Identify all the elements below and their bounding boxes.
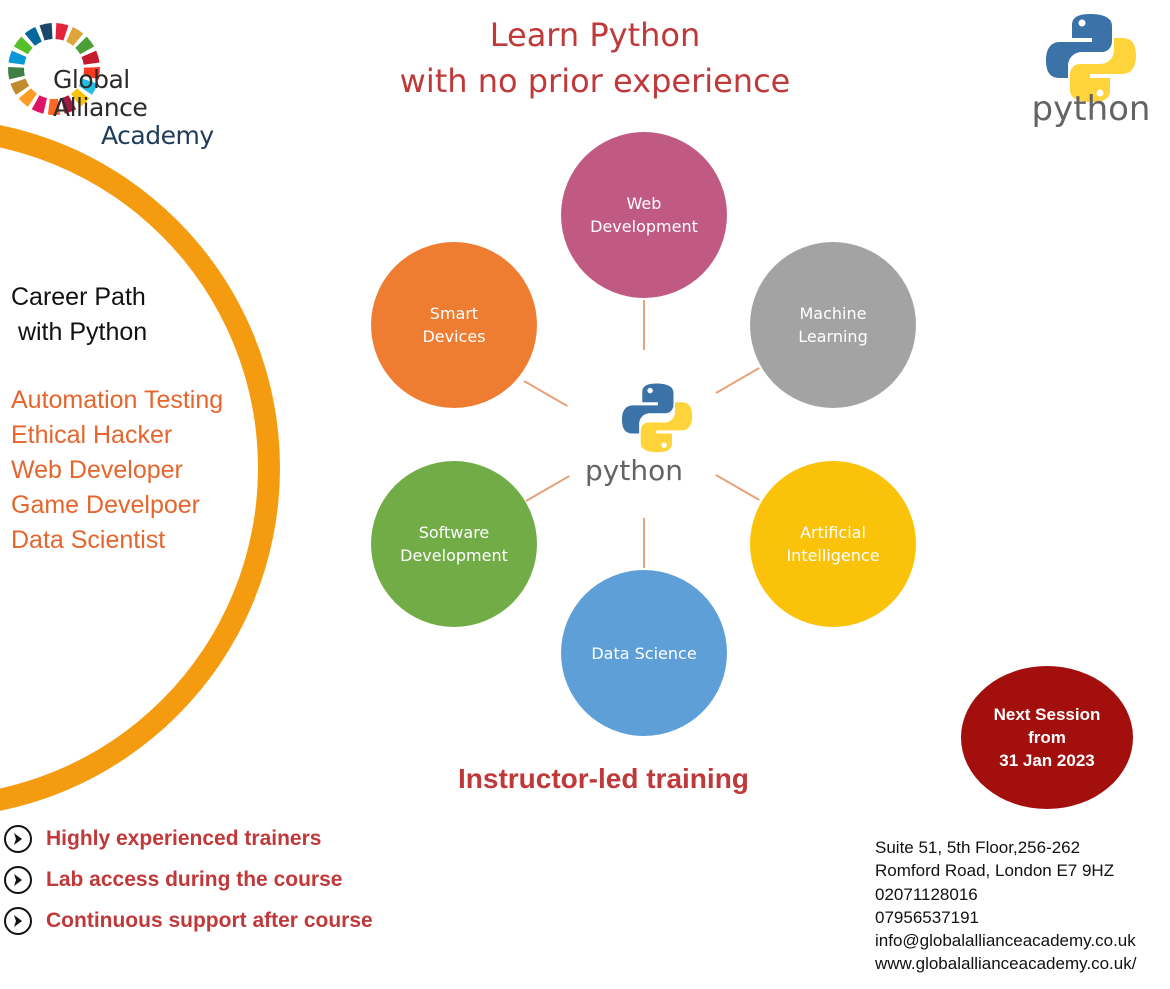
ring-segment [81, 50, 100, 65]
ring-segment [18, 88, 37, 107]
arrow-right-circle-icon [4, 906, 32, 935]
ring-segment [60, 95, 77, 114]
ring-segment [75, 36, 95, 55]
topic-label: Web [626, 194, 662, 213]
feature-item: Lab access during the course [4, 859, 373, 900]
next-session-line3: 31 Jan 2023 [999, 751, 1095, 770]
topic-label: Smart [429, 304, 479, 323]
connector-line [643, 300, 645, 350]
academy-logo: Global Alliance Academy [6, 16, 226, 150]
ring-segment [10, 78, 30, 95]
ring-segment [55, 23, 69, 41]
sdg-ring-icon [7, 23, 100, 115]
logo-wordmark: Global Alliance Academy [53, 66, 226, 150]
career-path-item: Game Develpoer [11, 491, 200, 519]
feature-text: Highly experienced trainers [46, 826, 322, 850]
phone-1: 02071128016 [875, 884, 978, 904]
feature-list: Highly experienced trainers Lab access d… [4, 818, 373, 941]
ring-segment [78, 78, 98, 95]
arrow-right-circle-icon [4, 824, 32, 853]
topic-label: Development [400, 546, 508, 565]
topic-label: Artificial [800, 523, 866, 542]
topic-label: Development [590, 217, 698, 236]
ring-segment [24, 26, 42, 46]
feature-item: Highly experienced trainers [4, 818, 373, 859]
feature-text: Lab access during the course [46, 867, 343, 891]
python-word-top: python [1032, 89, 1151, 129]
logo-line2: Academy [101, 121, 214, 150]
phone-2: 07956537191 [875, 907, 980, 927]
topic-label: Learning [798, 327, 868, 346]
page-title: Learn Python with no prior experience [370, 12, 820, 104]
python-snakes-icon: python [1032, 14, 1151, 129]
ring-segment [83, 67, 100, 80]
address-line1: Suite 51, 5th Floor,256-262 [875, 838, 1081, 857]
topic-label: Intelligence [786, 546, 880, 565]
website-link[interactable]: www.globalallianceacademy.co.uk/ [875, 954, 1137, 974]
python-logo-top: python [1026, 12, 1156, 130]
career-heading-line2: with Python [11, 318, 148, 346]
contact-details: Suite 51, 5th Floor,256-262 Romford Road… [875, 836, 1136, 976]
connector-line [525, 475, 570, 502]
career-path-list: Automation Testing Ethical Hacker Web De… [11, 383, 223, 558]
connector-line [643, 518, 645, 568]
address-line2: Romford Road, London E7 9HZ [875, 861, 1115, 881]
ring-segment [7, 67, 25, 80]
feature-item: Continuous support after course [4, 900, 373, 941]
career-path-item: Data Scientist [11, 526, 166, 554]
career-path-item: Web Developer [11, 456, 183, 484]
connector-line [523, 380, 568, 407]
instructor-led-heading: Instructor-led training [458, 763, 749, 794]
career-path-item: Ethical Hacker [11, 421, 173, 449]
ring-segment [71, 88, 90, 107]
feature-text: Continuous support after course [46, 908, 373, 932]
career-heading-line1: Career Path [11, 283, 146, 311]
topic-label: Devices [422, 327, 486, 346]
next-session-line2: from [1028, 728, 1066, 747]
career-path-item: Automation Testing [11, 386, 224, 414]
ring-segment [13, 36, 33, 55]
python-word-center: python [585, 454, 683, 487]
arrow-right-circle-icon [4, 865, 32, 894]
ring-segment [66, 26, 84, 46]
ring-segment [47, 98, 61, 115]
ring-segment [8, 50, 27, 65]
logo-line1: Global Alliance [53, 65, 148, 122]
title-line2: with no prior experience [399, 62, 791, 100]
connector-line [715, 367, 760, 394]
connector-line [715, 474, 760, 501]
topic-label: Software [418, 523, 490, 542]
ring-segment [31, 95, 48, 114]
next-session-badge: Next Session from 31 Jan 2023 [961, 666, 1133, 809]
career-path-heading: Career Path with Python [11, 280, 147, 350]
topic-data-science: Data Science [561, 570, 727, 736]
topic-label: Data Science [591, 643, 697, 663]
topic-label: Machine [799, 304, 867, 323]
title-line1: Learn Python [489, 16, 701, 54]
ring-segment [39, 23, 53, 41]
python-center-logo: python [585, 383, 693, 487]
next-session-line1: Next Session [993, 705, 1101, 724]
email-link[interactable]: info@globalallianceacademy.co.uk [875, 931, 1136, 951]
